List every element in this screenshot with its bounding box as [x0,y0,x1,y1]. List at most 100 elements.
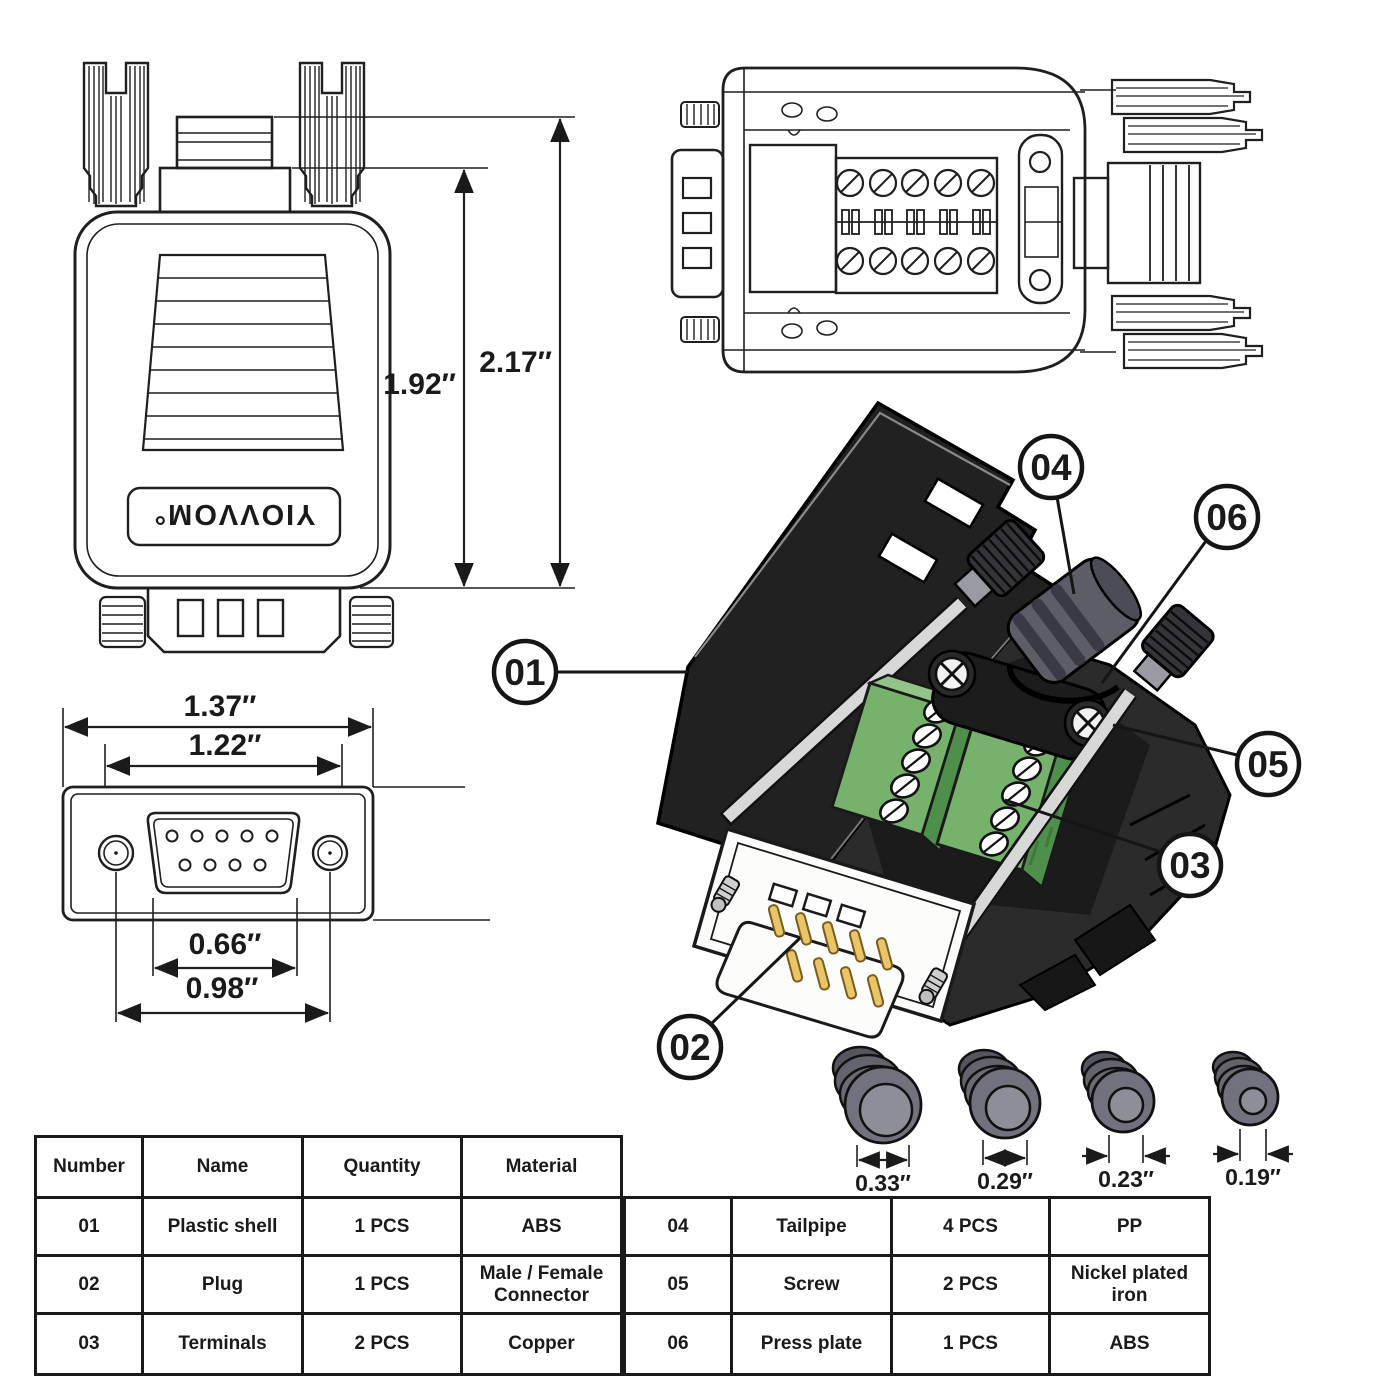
terminal-screws-left [879,698,953,824]
exploded-view-drawing: 01 02 03 04 05 06 [491,400,1302,1081]
cell-02-quantity: 1 PCS [304,1257,463,1315]
brand-logo-text: YIOVVOM° [153,498,316,530]
dim-label-192: 1.92″ [383,368,456,401]
parts-table-right: 04 Tailpipe 4 PCS PP 05 Screw 2 PCS Nick… [623,1196,1211,1376]
dimension-span-098: 0.98″ [115,872,331,1023]
grommet-033-label: 0.33″ [855,1170,911,1196]
dim-label-098: 0.98″ [186,972,259,1005]
thumbscrew-knob-right-icon [298,61,366,208]
pin-holes [165,829,279,872]
press-plate-screw-left-icon [927,649,977,699]
jack-stud-bottom-icon [680,316,720,343]
callout-01: 01 [491,638,688,706]
thumbscrew-knob-left-icon [82,61,150,208]
cell-04-number: 04 [626,1199,733,1257]
screw-left [719,519,1046,827]
top-view-body [721,66,1087,374]
callout-04: 04 [1017,433,1085,595]
plug-jackscrew-right-icon [918,967,949,1005]
cell-02-name: Plug [144,1257,304,1315]
callout-03: 03 [1004,798,1224,899]
table-header-material: Material [463,1138,620,1199]
brand-logo-plate: YIOVVOM° [126,486,342,547]
dimension-height-217: 2.17″ [274,116,575,589]
cable-entry-block [158,115,292,214]
cell-06-number: 06 [626,1315,733,1373]
plug [691,826,977,1039]
callout-02-label: 02 [669,1027,710,1068]
dimension-height-192: 1.92″ [292,167,488,588]
dimension-span-066: 0.66″ [152,898,298,978]
clamp-row-middle [836,209,997,235]
table-header-name: Name [144,1138,304,1199]
top-view-knob-bottomright-icon [1080,294,1264,370]
table-header-number: Number [37,1138,144,1199]
tailpipe-grommets-row: 0.33″ 0.29″ 0.23″ 0.19″ [831,1045,1293,1196]
mounting-hole-right-icon [311,834,349,872]
terminal-block-left [830,673,982,854]
cell-06-material: ABS [1109,1333,1150,1355]
dimension-width-122: 1.22″ [104,729,343,787]
cell-03-number: 03 [37,1315,144,1373]
slide-plate [1017,133,1064,305]
dim-label-066: 0.66″ [189,928,262,961]
face-flange [61,785,490,922]
cell-05-material: Nickel plated iron [1051,1257,1208,1315]
cell-06-quantity: 1 PCS [893,1315,1051,1373]
face-view-drawing: 1.37″ 1.22″ [61,690,490,1023]
grommet-029-label: 0.29″ [977,1168,1033,1194]
top-view-dface [670,101,725,343]
cell-05-quantity: 2 PCS [893,1257,1051,1315]
shell-clamp-teeth [877,477,985,584]
callout-02: 02 [656,936,802,1081]
grommet-019-icon: 0.19″ [1211,1050,1293,1190]
screw-right [938,603,1215,960]
screw-row-top [835,168,996,198]
cell-03-name: Terminals [144,1315,304,1373]
cell-01-name: Plastic shell [144,1199,304,1257]
cell-04-material: PP [1051,1199,1208,1257]
cell-05-number: 05 [626,1257,733,1315]
cell-03-quantity: 2 PCS [304,1315,463,1373]
cell-02-number: 02 [37,1257,144,1315]
screw-row-bottom [835,246,996,276]
plug-vent-holes [767,882,867,929]
dimension-width-137: 1.37″ [62,690,374,787]
callout-06-label: 06 [1206,497,1247,538]
top-view-drawing [670,66,1264,374]
callout-01-label: 01 [504,652,545,693]
callout-05-label: 05 [1247,744,1288,785]
plug-jackscrew-left-icon [710,875,740,913]
top-view-terminals [834,156,999,295]
cell-03-material: Copper [508,1333,575,1355]
top-view-knob-topright-icon [1080,78,1264,154]
grommet-023-icon: 0.23″ [1080,1050,1170,1192]
plug-pins [767,904,894,1008]
jack-stud-top-icon [680,101,720,128]
cell-02-material: Male / Female Connector [463,1257,620,1315]
dsub-bottom-section [98,586,395,654]
mounting-hole-left-icon [97,834,135,872]
terminals [830,673,1082,890]
cell-01-number: 01 [37,1199,144,1257]
front-view-drawing: YIOVVOM° 1.92″ [73,61,575,654]
table-header-quantity: Quantity [304,1138,463,1199]
grommet-019-label: 0.19″ [1225,1164,1281,1190]
cell-04-name: Tailpipe [733,1199,893,1257]
parts-table-left: Number Name Quantity Material 01 Plastic… [34,1135,623,1376]
callout-05: 05 [1112,723,1302,798]
plug-d-nose [715,920,905,1039]
cell-04-quantity: 4 PCS [893,1199,1051,1257]
cell-01-quantity: 1 PCS [304,1199,463,1257]
dim-label-122: 1.22″ [189,729,262,762]
dim-label-137: 1.37″ [184,690,257,723]
cell-05-name: Screw [733,1257,893,1315]
cell-01-material: ABS [463,1199,620,1257]
grommet-023-label: 0.23″ [1098,1166,1154,1192]
side-screw-left-icon [98,595,147,649]
hood-body: YIOVVOM° [73,210,392,590]
callout-06: 06 [1100,483,1261,684]
tailpipe [1006,556,1142,704]
callout-03-label: 03 [1169,845,1210,886]
